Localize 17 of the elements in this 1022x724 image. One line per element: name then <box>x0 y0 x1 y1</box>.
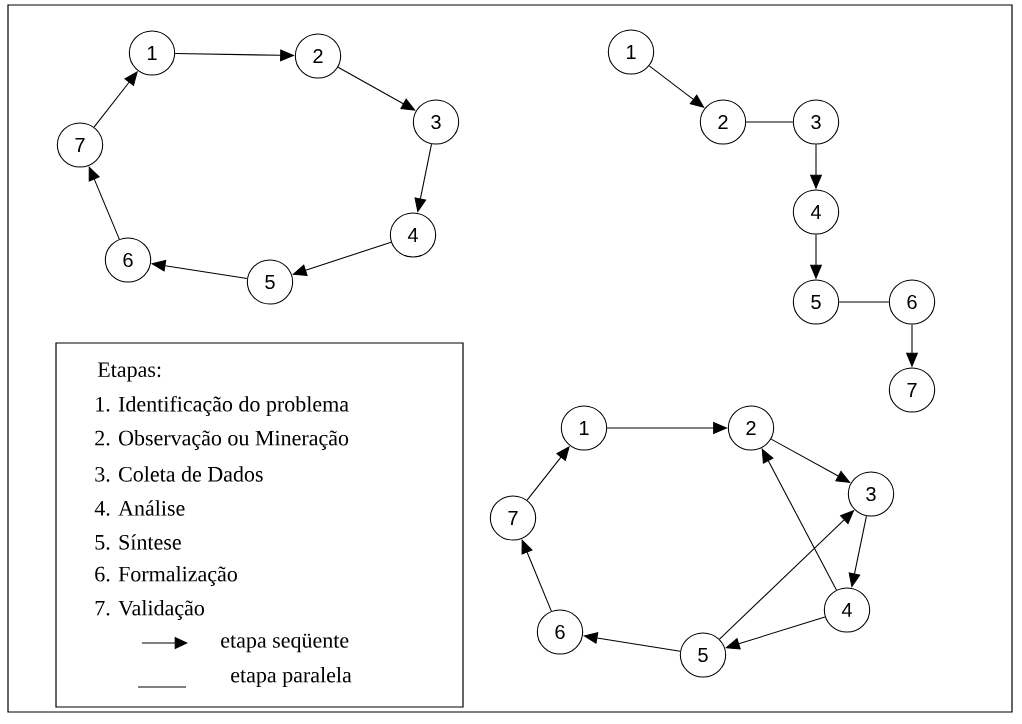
arrow <box>761 448 837 591</box>
arrow <box>414 143 433 213</box>
legend-item: Etapas: <box>97 362 161 382</box>
legend-item: 4. Análise <box>94 500 185 516</box>
arrow <box>725 616 826 650</box>
legend-item: 3. Coleta de Dados <box>95 466 263 482</box>
legend-item: 2. Observação ou Mineração <box>95 430 349 450</box>
legend-text: etapa seqüente <box>221 633 349 653</box>
arrow <box>848 515 867 588</box>
legend-item: 7. Validação <box>95 600 205 620</box>
legend-text: etapa paralela <box>231 667 352 687</box>
arrow <box>770 438 851 483</box>
legend-item: 1. Identificação do problema <box>96 395 349 417</box>
arrow <box>337 66 416 111</box>
legend-item: 6. Formalização <box>95 566 237 586</box>
arrow <box>292 241 392 277</box>
legend-item: 5. Síntese <box>95 534 181 550</box>
